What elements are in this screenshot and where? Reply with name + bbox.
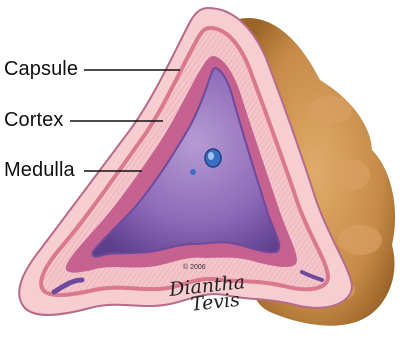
artist-signature: Diantha Tevis	[168, 274, 247, 316]
copyright-text: © 2006	[183, 264, 206, 271]
signature-line-2: Tevis	[190, 291, 248, 314]
cortex-label: Cortex	[4, 109, 64, 132]
capsule-label: Capsule	[4, 58, 78, 81]
medulla-label: Medulla	[4, 159, 75, 182]
